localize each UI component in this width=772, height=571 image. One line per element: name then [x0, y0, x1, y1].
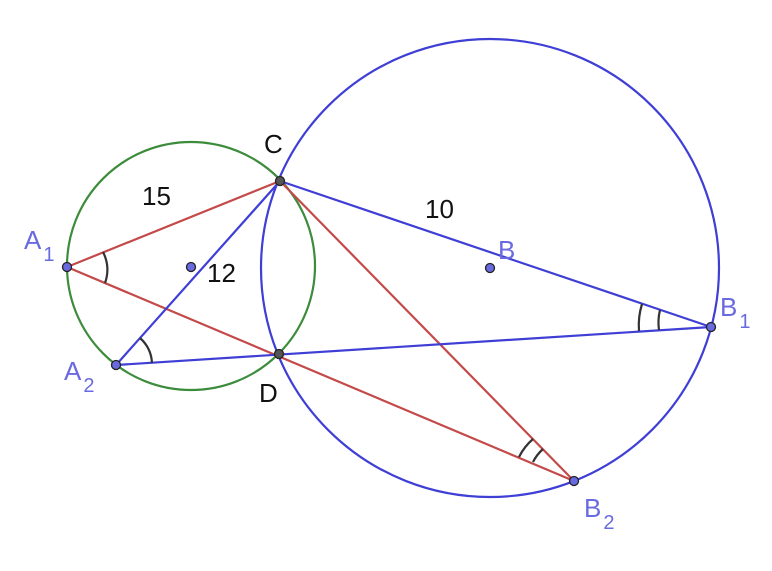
point-a2 [110, 359, 122, 371]
angle-mark-a2 [139, 337, 154, 364]
point-b [484, 262, 496, 274]
center-small-circle [185, 261, 197, 273]
point-a1 [61, 261, 73, 273]
segment-c-b2 [279, 180, 575, 482]
label-a2-letter: A [64, 356, 82, 386]
angle-mark-a1 [102, 251, 109, 284]
point-c [274, 175, 286, 187]
label-b2-letter: B [584, 493, 601, 523]
label-c: C [264, 129, 283, 159]
label-d: D [259, 378, 278, 408]
label-a1-letter: A [24, 225, 42, 255]
angle-mark-b2-inner [532, 448, 544, 463]
label-a1-sub: 1 [43, 244, 54, 266]
label-b1-letter: B [720, 292, 737, 322]
point-b1 [705, 321, 717, 333]
large-blue-circle [259, 37, 721, 499]
angle-mark-b1-inner [657, 309, 662, 331]
number-10: 10 [425, 194, 454, 224]
segment-a2-c [115, 180, 281, 366]
label-a2-sub: 2 [83, 375, 94, 397]
label-b1-sub: 1 [739, 311, 750, 333]
segment-a1-b2 [66, 265, 575, 483]
angle-mark-b2-outer [518, 438, 534, 458]
label-b2-sub: 2 [603, 512, 614, 534]
point-b2 [568, 475, 580, 487]
label-b: B [498, 235, 515, 265]
point-d [273, 348, 285, 360]
segment-c-b1 [279, 179, 712, 329]
number-12: 12 [207, 258, 236, 288]
segment-a2-b1 [115, 325, 712, 367]
angle-mark-b1-outer [637, 303, 644, 332]
number-15: 15 [142, 181, 171, 211]
segment-a1-c [66, 179, 281, 269]
